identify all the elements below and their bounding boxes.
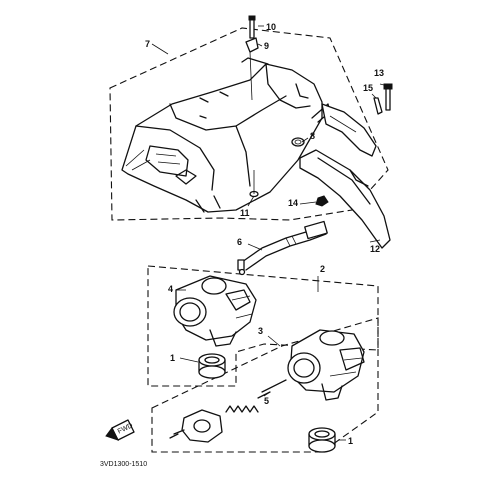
callout-1-lower: 1: [348, 436, 353, 446]
rear-fender-part: [121, 57, 331, 213]
rear-flap-part: [299, 149, 391, 249]
callout-7: 7: [145, 39, 150, 49]
leader-lines: [151, 25, 389, 441]
callout-3: 3: [258, 326, 263, 336]
callout-13: 13: [374, 68, 384, 78]
callout-4: 4: [168, 284, 173, 294]
grommet-part: [291, 137, 305, 147]
callout-1-upper: 1: [170, 353, 175, 363]
callout-5: 5: [264, 396, 269, 406]
carburetor-sub-assembly-box: [151, 317, 379, 453]
callout-10: 10: [266, 22, 276, 32]
callout-8: 8: [310, 131, 315, 141]
fender-bolt-part: [248, 15, 256, 39]
spring-part: [225, 405, 259, 413]
carburetor-assembly-box: [147, 265, 379, 387]
callout-labels: 10 9 7 8 13 15 11 14 12 6 2 4 3 1 5 1: [145, 22, 384, 446]
callout-14: 14: [288, 198, 298, 208]
carburetor-lower-part: [287, 329, 365, 401]
forward-direction-badge: FWD: [105, 419, 135, 441]
callout-9: 9: [264, 41, 269, 51]
small-screw-part: [238, 268, 246, 276]
callout-11: 11: [240, 208, 250, 218]
intake-joint-lower-part: [308, 427, 336, 453]
callout-12: 12: [370, 244, 380, 254]
callout-2: 2: [320, 264, 325, 274]
fender-rear-lip: [321, 103, 377, 157]
needle-part: [257, 379, 287, 399]
rear-bracket-part: [373, 97, 383, 115]
hose-part: [241, 220, 328, 271]
callout-6: 6: [237, 237, 242, 247]
rear-bolt-part: [383, 83, 393, 111]
diaphragm-cover-part: [169, 409, 223, 443]
nut-part: [315, 195, 329, 207]
carburetor-upper-part: [173, 259, 257, 347]
callout-15: 15: [363, 83, 373, 93]
intake-joint-upper-part: [198, 353, 226, 379]
catalog-code: 3VD1300-1510: [100, 461, 147, 468]
fender-clip-part: [245, 37, 259, 101]
